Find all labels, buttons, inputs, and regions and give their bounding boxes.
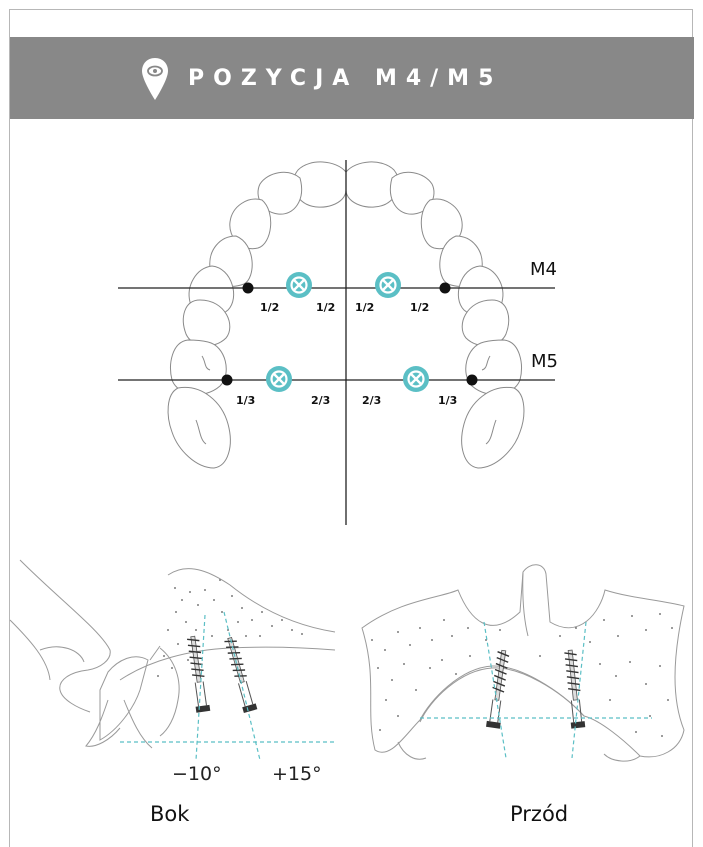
fraction-label: 2/3 xyxy=(311,394,330,407)
angle-label-right: +15° xyxy=(272,763,322,785)
fraction-label: 2/3 xyxy=(362,394,381,407)
x-circle-icon xyxy=(375,272,401,298)
front-view-illustration xyxy=(362,565,684,761)
x-circle-icon xyxy=(286,272,312,298)
fraction-label: 1/3 xyxy=(438,394,457,407)
reference-dots xyxy=(222,283,478,386)
row-label-m5: M5 xyxy=(531,351,558,372)
fraction-label: 1/2 xyxy=(260,301,279,314)
fraction-label: 1/3 xyxy=(236,394,255,407)
row-label-m4: M4 xyxy=(530,259,557,280)
side-view-illustration: −10° +15° xyxy=(10,560,336,785)
fraction-label: 1/2 xyxy=(410,301,429,314)
fraction-label: 1/2 xyxy=(355,301,374,314)
implant-markers xyxy=(266,272,429,392)
x-circle-icon xyxy=(266,366,292,392)
caption-side-view: Bok xyxy=(150,802,189,826)
fraction-label: 1/2 xyxy=(316,301,335,314)
x-circle-icon xyxy=(403,366,429,392)
angle-label-left: −10° xyxy=(172,763,222,785)
caption-front-view: Przód xyxy=(510,802,568,826)
